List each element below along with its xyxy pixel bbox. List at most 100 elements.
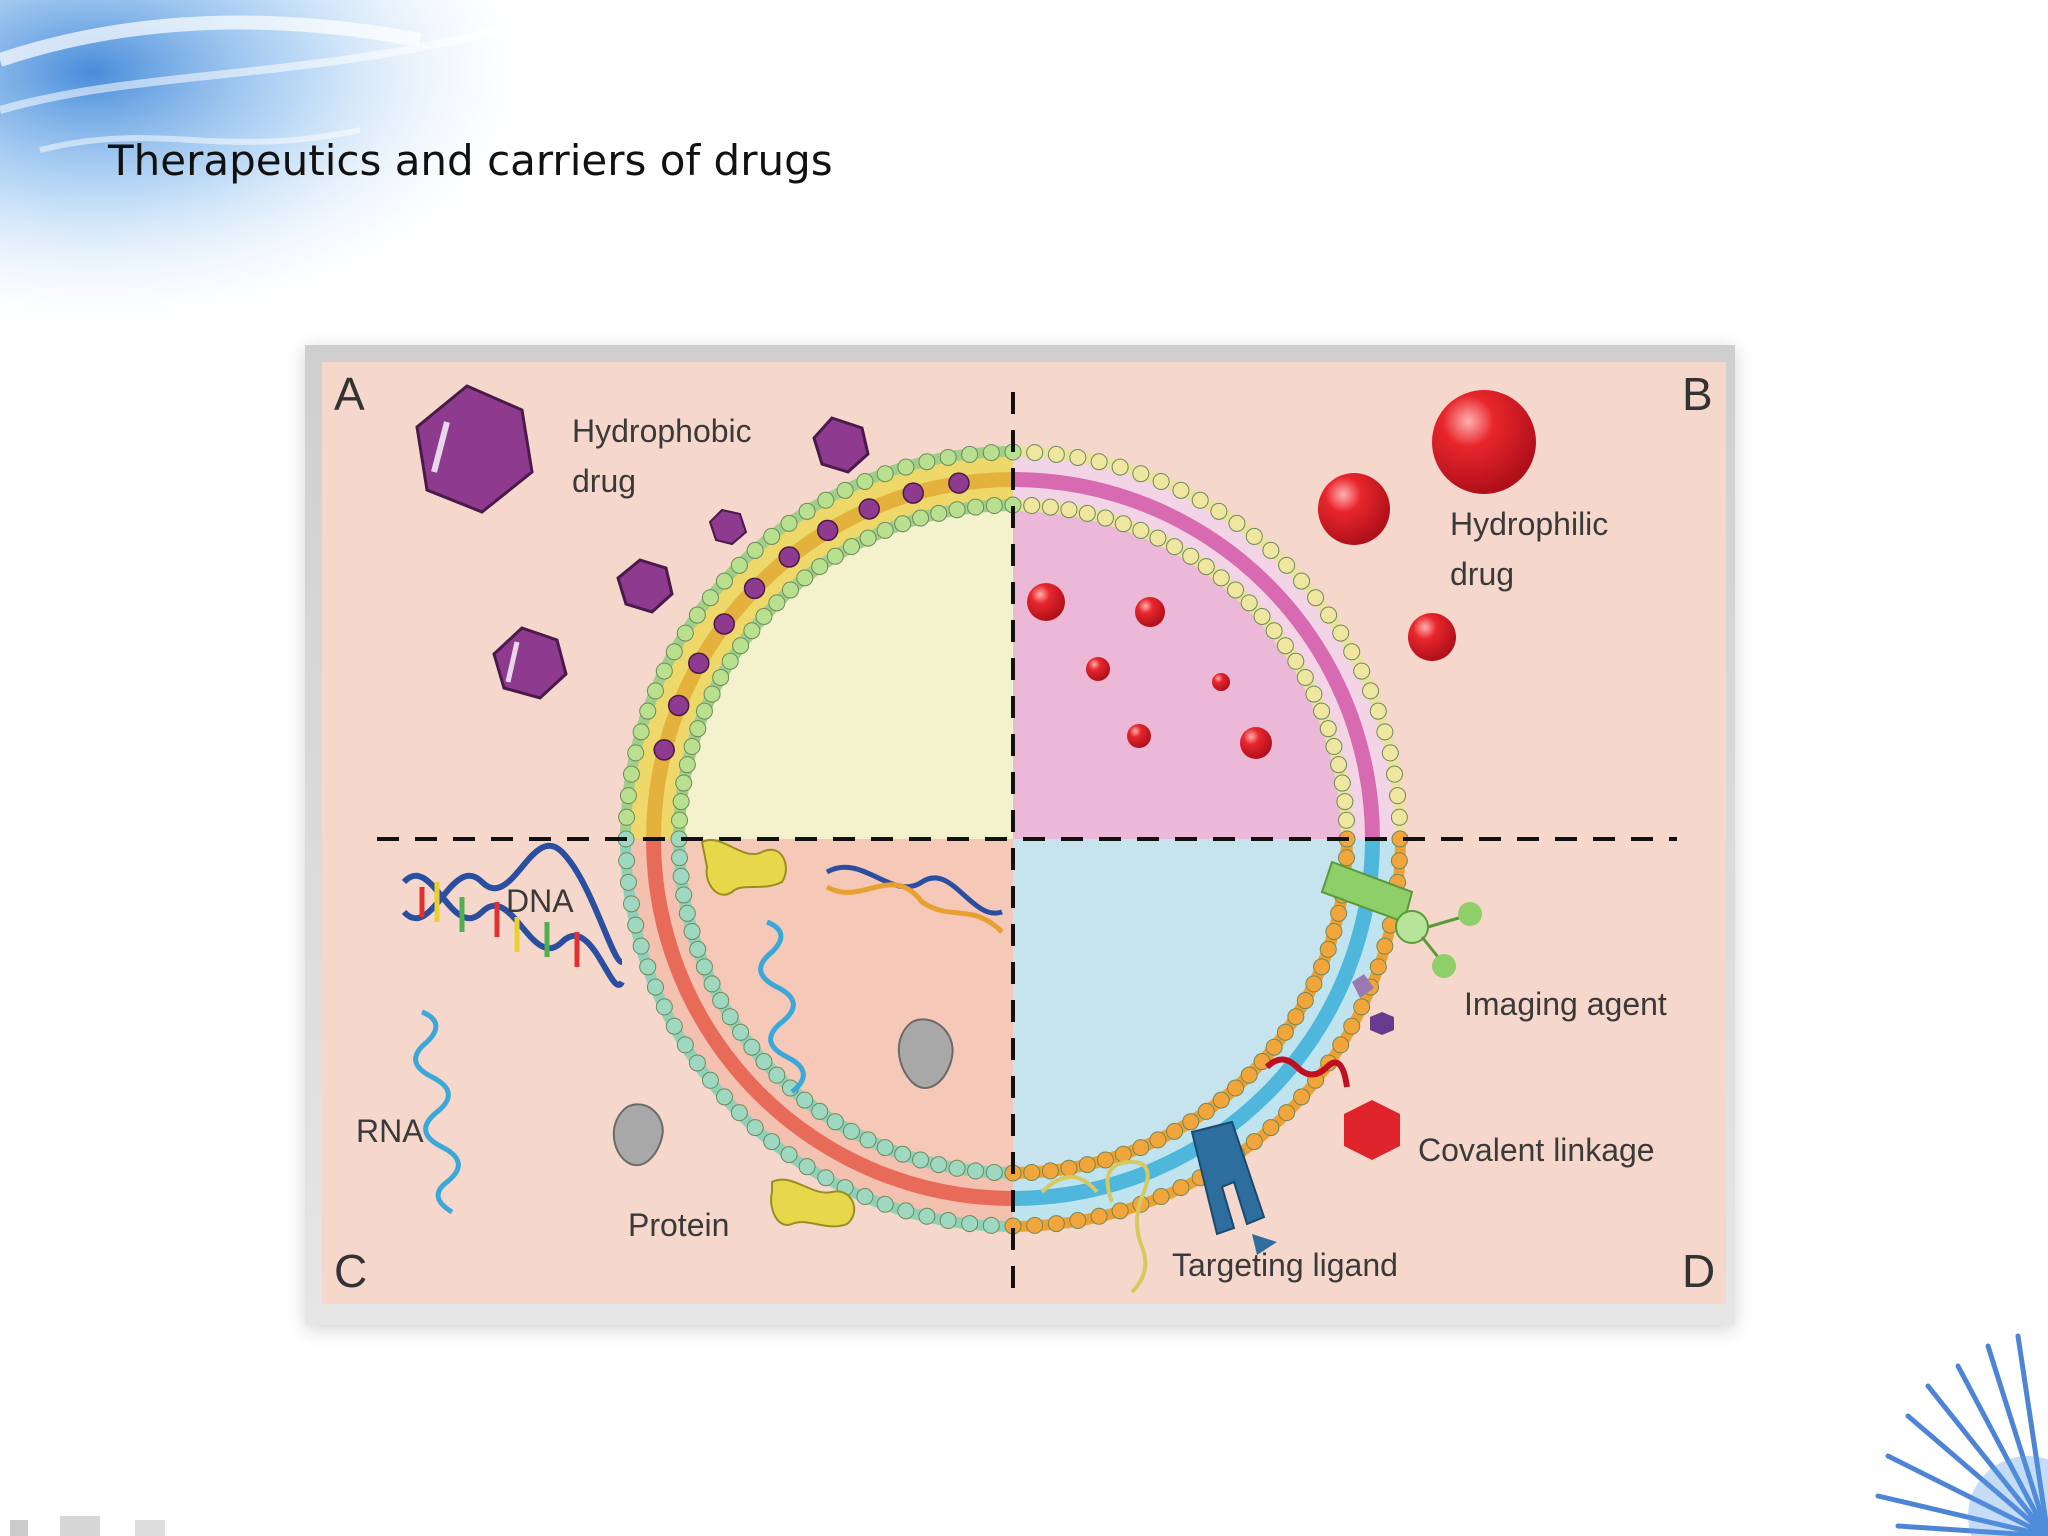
- lipid-headgroup: [1325, 922, 1343, 940]
- covalent-linkage-icon: [1264, 1056, 1400, 1160]
- lipid-headgroup: [1132, 465, 1150, 483]
- hydrophobic-drug-label-line2: drug: [572, 463, 636, 499]
- lipid-headgroup: [715, 1088, 733, 1106]
- lipid-headgroup: [721, 652, 739, 670]
- lipid-headgroup: [967, 1162, 985, 1180]
- lipid-headgroup: [768, 594, 786, 612]
- lipid-headgroup: [715, 572, 733, 590]
- lipid-headgroup: [1278, 556, 1296, 574]
- liposome: [617, 443, 1409, 1235]
- quadrant-a-liposome: [620, 446, 1013, 839]
- lipid-headgroup: [1041, 498, 1059, 516]
- lipid-headgroup: [732, 1023, 750, 1041]
- lipid-headgroup: [1026, 1216, 1044, 1234]
- embedded-hydrophobic-drug: [858, 498, 880, 520]
- lipid-headgroup: [796, 1091, 814, 1109]
- lipid-headgroup: [678, 756, 696, 774]
- lipid-headgroup: [1227, 581, 1245, 599]
- embedded-hydrophobic-drug: [667, 694, 690, 717]
- lipid-headgroup: [1227, 1079, 1245, 1097]
- lipid-headgroup: [688, 606, 706, 624]
- lipid-headgroup: [746, 541, 764, 559]
- lipid-headgroup: [746, 1119, 764, 1137]
- lipid-headgroup: [918, 1207, 936, 1225]
- lipid-headgroup: [1287, 652, 1305, 670]
- lipid-headgroup: [627, 744, 645, 762]
- lipid-headgroup: [1245, 1133, 1263, 1151]
- lipid-headgroup: [912, 1151, 930, 1169]
- lipid-headgroup: [1111, 1202, 1129, 1220]
- lipid-headgroup: [918, 453, 936, 471]
- lipid-headgroup: [1132, 521, 1150, 539]
- lipid-headgroup: [1325, 738, 1343, 756]
- lipid-headgroup: [703, 975, 721, 993]
- lipid-headgroup: [675, 774, 693, 792]
- lipid-headgroup: [1353, 662, 1371, 680]
- lipid-headgroup: [763, 1133, 781, 1151]
- lipid-headgroup: [1182, 1113, 1200, 1131]
- lipid-headgroup: [619, 787, 637, 805]
- lipid-headgroup: [701, 1071, 719, 1089]
- lipid-headgroup: [1060, 1159, 1078, 1177]
- quadrant-b-liposome: [1013, 446, 1406, 839]
- lipid-headgroup: [897, 1202, 915, 1220]
- lipid-headgroup: [1319, 940, 1337, 958]
- lipid-headgroup: [798, 1158, 816, 1176]
- quadrant-a-core: [685, 511, 1013, 839]
- panel-label-a: A: [334, 368, 365, 420]
- lipid-headgroup: [1307, 589, 1325, 607]
- lipid-headgroup: [1096, 1151, 1114, 1169]
- lipid-headgroup: [768, 1066, 786, 1084]
- lipid-headgroup: [842, 538, 860, 556]
- lipid-headgroup: [1069, 1212, 1087, 1230]
- embedded-hydrophobic-drug: [902, 482, 924, 504]
- lipid-headgroup: [1023, 497, 1041, 515]
- lipid-headgroup: [859, 529, 877, 547]
- lipid-headgroup: [730, 1104, 748, 1122]
- targeting-ligand-icon: [1040, 1120, 1277, 1294]
- lipid-headgroup: [1166, 538, 1184, 556]
- bilayer-embedded-hydrophobic-drugs: [653, 472, 970, 761]
- lipid-headgroup: [859, 1131, 877, 1149]
- lipid-headgroup: [948, 501, 966, 519]
- lipid-headgroup: [1353, 998, 1371, 1016]
- embedded-hydrophobic-drug: [653, 739, 675, 761]
- lipid-headgroup: [985, 497, 1003, 515]
- lipid-headgroup: [1296, 668, 1314, 686]
- dna-inside-icon: [825, 864, 1004, 934]
- lipid-headgroup: [763, 527, 781, 545]
- lipid-headgroup: [619, 873, 637, 891]
- lipid-headgroup: [1253, 607, 1271, 625]
- lipid-headgroup: [1152, 472, 1170, 490]
- imaging-agent-icon: [1320, 860, 1482, 978]
- lipid-headgroup: [655, 998, 673, 1016]
- lipid-headgroup: [701, 589, 719, 607]
- hydrophobic-drug-icons: [415, 384, 870, 700]
- lipid-headgroup: [1149, 529, 1167, 547]
- lipid-headgroup: [1228, 514, 1246, 532]
- lipid-headgroup: [1343, 1017, 1361, 1035]
- rna-inside-icon: [758, 919, 806, 1094]
- lipid-headgroup: [1069, 448, 1087, 466]
- lipid-headgroup: [1197, 1102, 1215, 1120]
- lipid-headgroup: [1332, 1036, 1350, 1054]
- lipid-headgroup: [632, 723, 650, 741]
- lipid-headgroup: [1090, 453, 1108, 471]
- lipid-headgroup: [894, 515, 912, 533]
- panel-label-c: C: [334, 1245, 367, 1297]
- lipid-headgroup: [930, 504, 948, 522]
- lipid-headgroup: [1336, 793, 1354, 811]
- lipid-headgroup: [811, 558, 829, 576]
- lipid-headgroup: [639, 702, 657, 720]
- lipid-headgroup: [1191, 491, 1209, 509]
- quadrant-d-core: [1013, 839, 1341, 1167]
- lipid-headgroup: [1172, 1179, 1190, 1197]
- lipid-headgroup: [665, 643, 683, 661]
- lipid-headgroup: [671, 849, 689, 867]
- lipid-headgroup: [1369, 958, 1387, 976]
- hydrophilic-drug-icons: [1027, 390, 1536, 759]
- lipid-headgroup: [1096, 509, 1114, 527]
- lipid-headgroup: [688, 1054, 706, 1072]
- hydrophilic-drug-label-line1: Hydrophilic: [1450, 506, 1608, 542]
- protein-icons: [612, 839, 954, 1228]
